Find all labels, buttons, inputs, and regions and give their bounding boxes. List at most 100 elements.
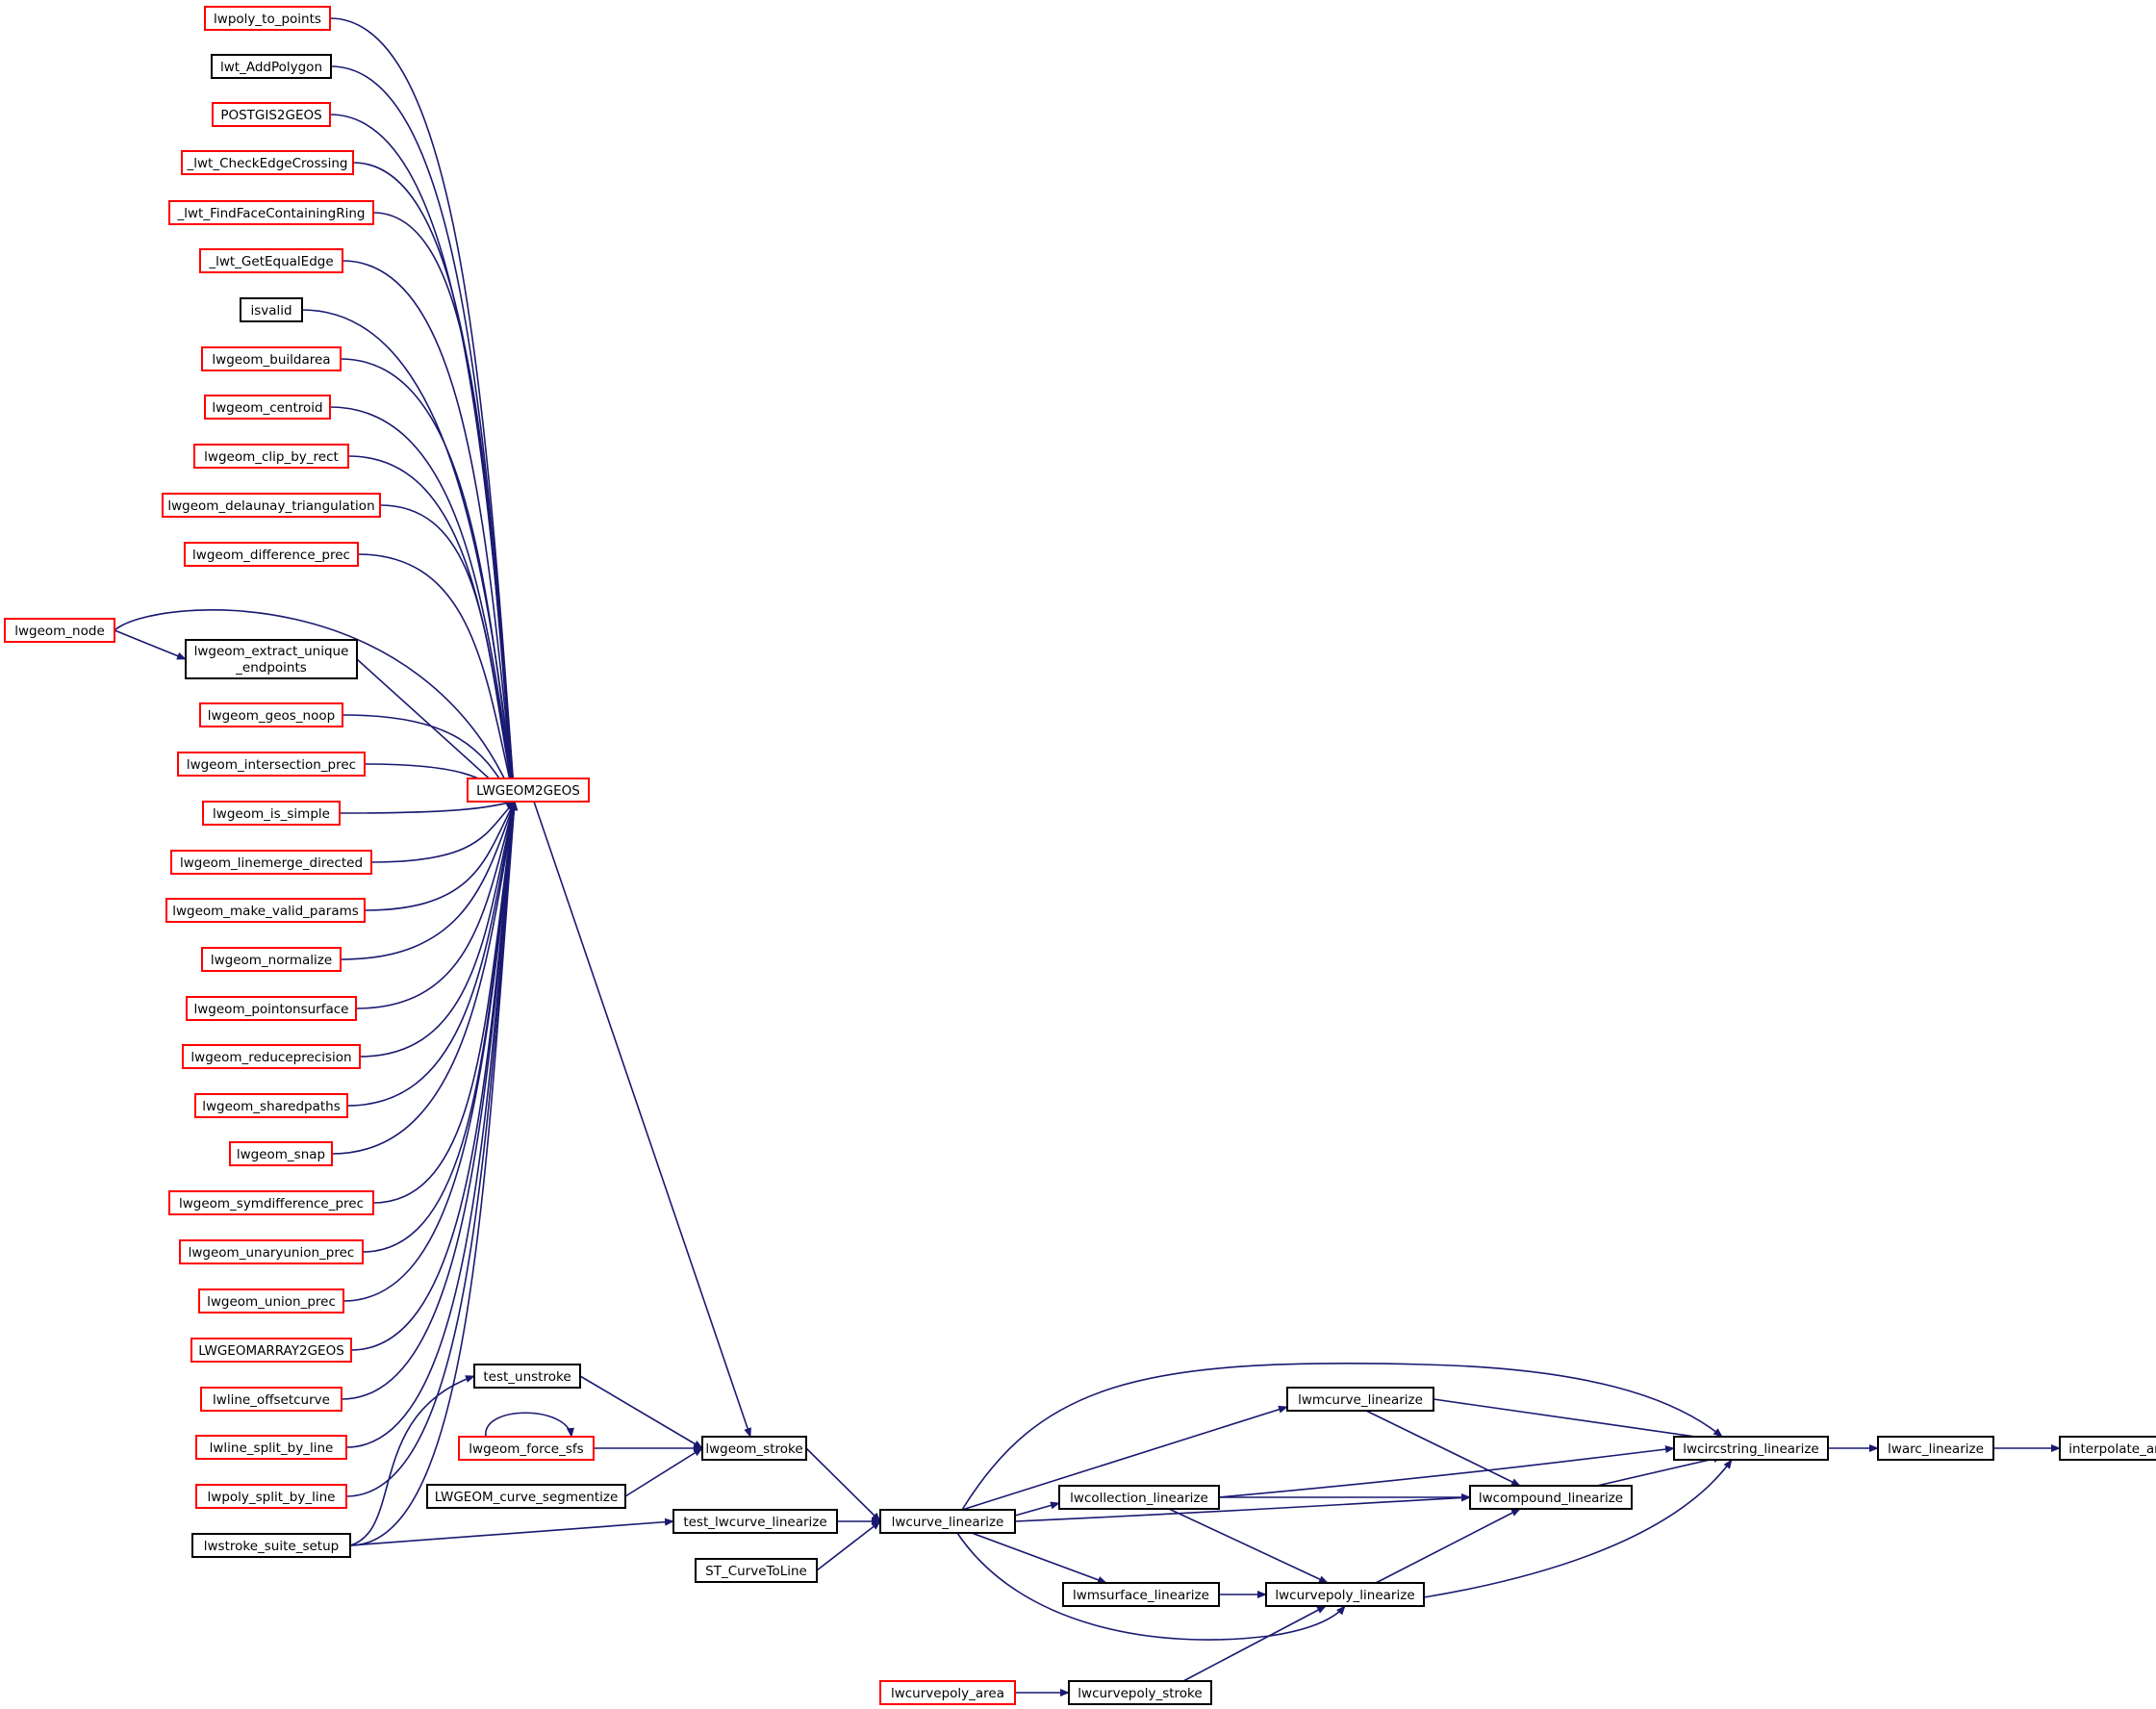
node-box[interactable] xyxy=(1062,1582,1220,1607)
node-box[interactable] xyxy=(204,6,331,31)
node-box[interactable] xyxy=(458,1436,595,1461)
node-box[interactable] xyxy=(184,542,359,567)
node-LWGEOMARRAY2GEOS[interactable]: LWGEOMARRAY2GEOS xyxy=(190,1338,352,1363)
node-box[interactable] xyxy=(473,1364,581,1389)
node-lwgeom_extract_unique_endpoints[interactable]: lwgeom_extract_unique_endpoints xyxy=(185,639,358,679)
node-box[interactable] xyxy=(201,947,342,972)
node-box[interactable] xyxy=(1673,1436,1829,1461)
node-box[interactable] xyxy=(195,1484,347,1509)
node-box[interactable] xyxy=(672,1509,838,1534)
node-box[interactable] xyxy=(4,618,115,643)
node-box[interactable] xyxy=(1877,1436,1994,1461)
node-box[interactable] xyxy=(162,493,381,518)
node-lwgeom_force_sfs[interactable]: lwgeom_force_sfs xyxy=(458,1436,595,1461)
node-lwgeom_linemerge_directed[interactable]: lwgeom_linemerge_directed xyxy=(170,850,372,875)
node-box[interactable] xyxy=(1068,1680,1212,1705)
node-box[interactable] xyxy=(1286,1387,1434,1412)
node-lwgeom_normalize[interactable]: lwgeom_normalize xyxy=(201,947,342,972)
node-lwmcurve_linearize[interactable]: lwmcurve_linearize xyxy=(1286,1387,1434,1412)
node-lwgeom_intersection_prec[interactable]: lwgeom_intersection_prec xyxy=(177,752,366,777)
node-lwpoly_split_by_line[interactable]: lwpoly_split_by_line xyxy=(195,1484,347,1509)
node-lwline_offsetcurve[interactable]: lwline_offsetcurve xyxy=(200,1387,342,1412)
node-LWGEOM_curve_segmentize[interactable]: LWGEOM_curve_segmentize xyxy=(426,1484,626,1509)
node-box[interactable] xyxy=(168,1190,374,1215)
node-lwgeom_difference_prec[interactable]: lwgeom_difference_prec xyxy=(184,542,359,567)
node-box[interactable] xyxy=(193,444,349,469)
node-lwcollection_linearize[interactable]: lwcollection_linearize xyxy=(1058,1485,1220,1510)
node-box[interactable] xyxy=(1265,1582,1425,1607)
node-box[interactable] xyxy=(426,1484,626,1509)
node-lwgeom_node[interactable]: lwgeom_node xyxy=(4,618,115,643)
node-box[interactable] xyxy=(194,1093,348,1118)
node-lwgeom_delaunay_triangulation[interactable]: lwgeom_delaunay_triangulation xyxy=(162,493,381,518)
node-box[interactable] xyxy=(879,1509,1016,1534)
node-box[interactable] xyxy=(2059,1436,2156,1461)
node-_lwt_FindFaceContainingRing[interactable]: _lwt_FindFaceContainingRing xyxy=(168,200,374,225)
node-lwt_AddPolygon[interactable]: lwt_AddPolygon xyxy=(211,54,332,79)
node-box[interactable] xyxy=(177,752,366,777)
node-box[interactable] xyxy=(201,346,342,371)
node-box[interactable] xyxy=(695,1558,818,1583)
node-box[interactable] xyxy=(195,1435,347,1460)
node-lwgeom_is_simple[interactable]: lwgeom_is_simple xyxy=(202,801,341,826)
node-box[interactable] xyxy=(1058,1485,1220,1510)
node-box[interactable] xyxy=(182,1044,361,1069)
node-lwgeom_pointonsurface[interactable]: lwgeom_pointonsurface xyxy=(186,996,357,1021)
node-lwgeom_unaryunion_prec[interactable]: lwgeom_unaryunion_prec xyxy=(179,1239,364,1264)
node-box[interactable] xyxy=(1469,1485,1633,1510)
node-lwgeom_geos_noop[interactable]: lwgeom_geos_noop xyxy=(199,702,343,727)
node-box[interactable] xyxy=(198,1288,344,1314)
node-lwpoly_to_points[interactable]: lwpoly_to_points xyxy=(204,6,331,31)
node-box[interactable] xyxy=(185,639,358,679)
node-box[interactable] xyxy=(701,1436,807,1461)
node-box[interactable] xyxy=(229,1141,333,1166)
node-test_unstroke[interactable]: test_unstroke xyxy=(473,1364,581,1389)
node-lwcurve_linearize[interactable]: lwcurve_linearize xyxy=(879,1509,1016,1534)
node-box[interactable] xyxy=(467,778,590,803)
node-ST_CurveToLine[interactable]: ST_CurveToLine xyxy=(695,1558,818,1583)
node-box[interactable] xyxy=(212,102,331,127)
node-LWGEOM2GEOS[interactable]: LWGEOM2GEOS xyxy=(467,778,590,803)
node-test_lwcurve_linearize[interactable]: test_lwcurve_linearize xyxy=(672,1509,838,1534)
node-box[interactable] xyxy=(200,1387,342,1412)
node-interpolate_arc[interactable]: interpolate_arc xyxy=(2059,1436,2156,1461)
node-lwgeom_clip_by_rect[interactable]: lwgeom_clip_by_rect xyxy=(193,444,349,469)
node-lwgeom_centroid[interactable]: lwgeom_centroid xyxy=(204,395,331,420)
node-lwcurvepoly_linearize[interactable]: lwcurvepoly_linearize xyxy=(1265,1582,1425,1607)
node-lwgeom_sharedpaths[interactable]: lwgeom_sharedpaths xyxy=(194,1093,348,1118)
node-box[interactable] xyxy=(240,297,303,322)
node-lwcompound_linearize[interactable]: lwcompound_linearize xyxy=(1469,1485,1633,1510)
node-box[interactable] xyxy=(181,150,354,175)
node-_lwt_GetEqualEdge[interactable]: _lwt_GetEqualEdge xyxy=(199,248,343,273)
node-lwgeom_stroke[interactable]: lwgeom_stroke xyxy=(701,1436,807,1461)
node-box[interactable] xyxy=(168,200,374,225)
node-lwgeom_make_valid_params[interactable]: lwgeom_make_valid_params xyxy=(165,898,366,923)
node-lwgeom_snap[interactable]: lwgeom_snap xyxy=(229,1141,333,1166)
node-lwcurvepoly_stroke[interactable]: lwcurvepoly_stroke xyxy=(1068,1680,1212,1705)
node-lwgeom_buildarea[interactable]: lwgeom_buildarea xyxy=(201,346,342,371)
node-box[interactable] xyxy=(179,1239,364,1264)
node-POSTGIS2GEOS[interactable]: POSTGIS2GEOS xyxy=(212,102,331,127)
node-lwarc_linearize[interactable]: lwarc_linearize xyxy=(1877,1436,1994,1461)
node-box[interactable] xyxy=(879,1680,1016,1705)
node-lwgeom_reduceprecision[interactable]: lwgeom_reduceprecision xyxy=(182,1044,361,1069)
node-box[interactable] xyxy=(202,801,341,826)
node-isvalid[interactable]: isvalid xyxy=(240,297,303,322)
node-lwline_split_by_line[interactable]: lwline_split_by_line xyxy=(195,1435,347,1460)
node-box[interactable] xyxy=(170,850,372,875)
node-box[interactable] xyxy=(199,248,343,273)
node-lwstroke_suite_setup[interactable]: lwstroke_suite_setup xyxy=(191,1533,351,1558)
node-box[interactable] xyxy=(165,898,366,923)
node-box[interactable] xyxy=(199,702,343,727)
node-lwgeom_union_prec[interactable]: lwgeom_union_prec xyxy=(198,1288,344,1314)
node-box[interactable] xyxy=(191,1533,351,1558)
node-box[interactable] xyxy=(204,395,331,420)
node-box[interactable] xyxy=(211,54,332,79)
node-lwcurvepoly_area[interactable]: lwcurvepoly_area xyxy=(879,1680,1016,1705)
node-_lwt_CheckEdgeCrossing[interactable]: _lwt_CheckEdgeCrossing xyxy=(181,150,354,175)
node-lwcircstring_linearize[interactable]: lwcircstring_linearize xyxy=(1673,1436,1829,1461)
node-box[interactable] xyxy=(186,996,357,1021)
node-lwmsurface_linearize[interactable]: lwmsurface_linearize xyxy=(1062,1582,1220,1607)
node-lwgeom_symdifference_prec[interactable]: lwgeom_symdifference_prec xyxy=(168,1190,374,1215)
node-box[interactable] xyxy=(190,1338,352,1363)
